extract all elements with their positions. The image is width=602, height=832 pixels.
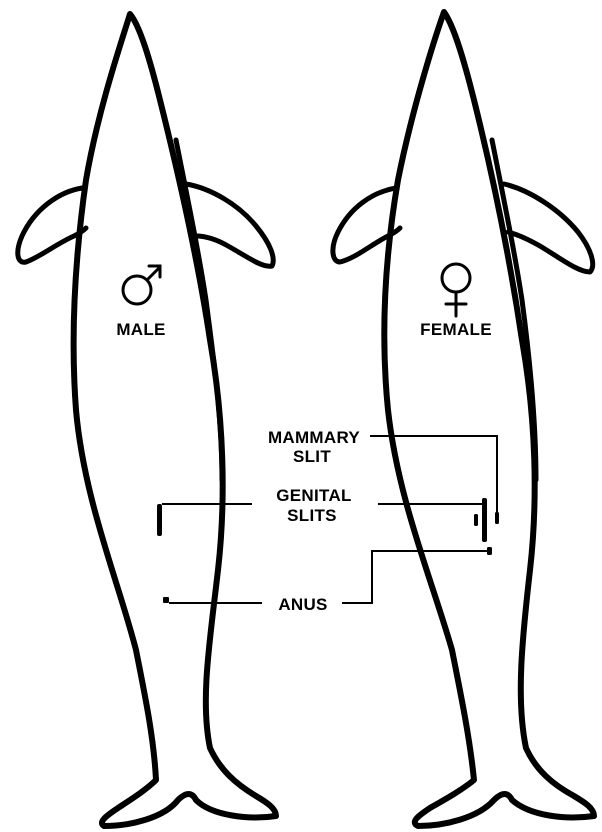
male-body-outline <box>74 14 276 826</box>
male-label: MALE <box>116 320 165 339</box>
male-symbol-icon <box>123 266 160 304</box>
genital-label-line2: SLITS <box>287 506 337 525</box>
male-genital-slit <box>157 504 162 536</box>
female-dolphin <box>333 12 594 826</box>
female-label: FEMALE <box>420 320 492 339</box>
female-body-outline <box>384 12 594 826</box>
mammary-label-line1: MAMMARY <box>268 428 360 447</box>
female-mammary-slit-right <box>495 512 499 524</box>
female-symbol-icon <box>442 264 470 316</box>
genital-label-line1: GENITAL <box>276 486 351 505</box>
male-dolphin <box>18 14 276 826</box>
female-anus <box>487 547 492 555</box>
mammary-label-line2: SLIT <box>293 447 331 466</box>
mammary-leader-line <box>370 436 497 512</box>
male-anus <box>163 597 169 603</box>
female-genital-slit <box>482 498 487 542</box>
anus-label: ANUS <box>278 595 327 614</box>
female-mammary-slit-left <box>474 514 478 526</box>
anus-leader-female <box>342 551 487 603</box>
